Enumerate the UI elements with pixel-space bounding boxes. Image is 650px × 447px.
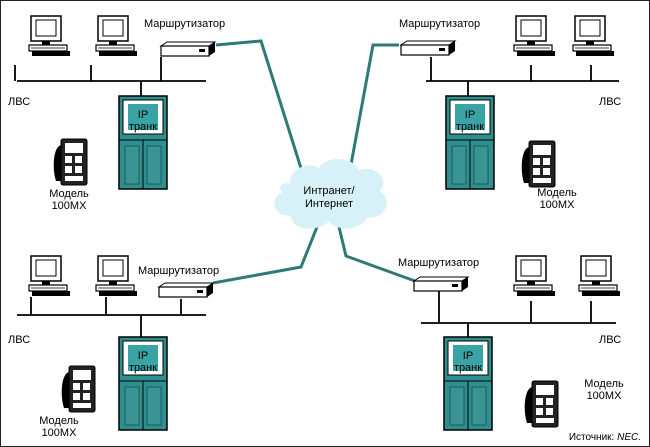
lan-label-top-left: ЛВС [8,96,31,108]
ip-trunk-label-line2: транк [128,121,158,133]
wan-link-bottom-right [337,226,416,283]
phone-model-line2: 100MX [41,427,77,439]
phone-model-line2: 100MX [51,200,87,212]
phone-icon [61,365,96,413]
cloud-label-line1: Интранет/ [303,185,355,197]
pc-icon [513,15,556,57]
ip-trunk-label-line1: IP [462,350,474,362]
pc-icon [95,15,138,57]
phone-model-label-bottom-right: Модель 100MX [574,378,634,402]
lan-label-bottom-left: ЛВС [8,334,31,346]
router-label-bottom-left: Маршрутизатор [138,265,220,277]
router-icon [413,276,469,292]
router-icon [160,41,216,57]
wan-link-bottom-left [212,226,319,285]
source-name: NEC. [617,432,641,443]
ip-trunk-label-bottom-left: IP транк [120,350,166,374]
phone-icon [53,138,88,186]
ip-trunk-label-bottom-right: IP транк [445,350,491,374]
ip-trunk-label-line1: IP [137,350,149,362]
wan-links [212,39,416,285]
router-label-top-right: Маршрутизатор [399,18,481,30]
router-label-bottom-right: Маршрутизатор [398,257,480,269]
cloud-shape [274,159,387,229]
phone-model-line1: Модель [49,188,89,200]
phone-model-label-top-left: Модель 100MX [39,188,99,212]
cloud-label-line2: Интернет [305,198,353,210]
pc-icon [28,15,71,57]
phone-model-line1: Модель [584,378,624,390]
phone-model-line2: 100MX [539,199,575,211]
ip-trunk-label-line2: транк [455,121,485,133]
ip-trunk-label-line2: транк [453,362,483,374]
lan-label-top-right: ЛВС [599,96,622,108]
router-label-top-left: Маршрутизатор [144,18,226,30]
phone-icon [521,140,556,188]
ip-trunk-label-top-left: IP транк [120,109,166,133]
pc-icon [28,255,71,297]
wan-link-top-right [346,43,399,182]
lan-label-bottom-right: ЛВС [599,334,622,346]
ip-trunk-label-line2: транк [128,362,158,374]
cloud-label: Интранет/ Интернет [284,185,374,211]
router-icon [400,40,456,56]
source-prefix: Источник: [568,432,618,443]
ip-trunk-label-line1: IP [464,109,476,121]
phone-icon [524,380,559,428]
pc-icon [95,255,138,297]
phone-model-line1: Модель [39,415,79,427]
ip-trunk-label-line1: IP [137,109,149,121]
pc-icon [578,255,621,297]
phone-model-line1: Модель [537,187,577,199]
phone-model-label-top-right: Модель 100MX [527,187,587,211]
phone-model-line2: 100MX [586,390,622,402]
pc-icon [513,255,556,297]
ip-trunk-label-top-right: IP транк [447,109,493,133]
pc-icon [572,15,615,57]
phone-model-label-bottom-left: Модель 100MX [29,415,89,439]
lan-buses [14,57,619,337]
router-icon [158,282,214,298]
source-caption: Источник: NEC. [569,432,641,443]
wan-link-top-left [215,39,307,182]
